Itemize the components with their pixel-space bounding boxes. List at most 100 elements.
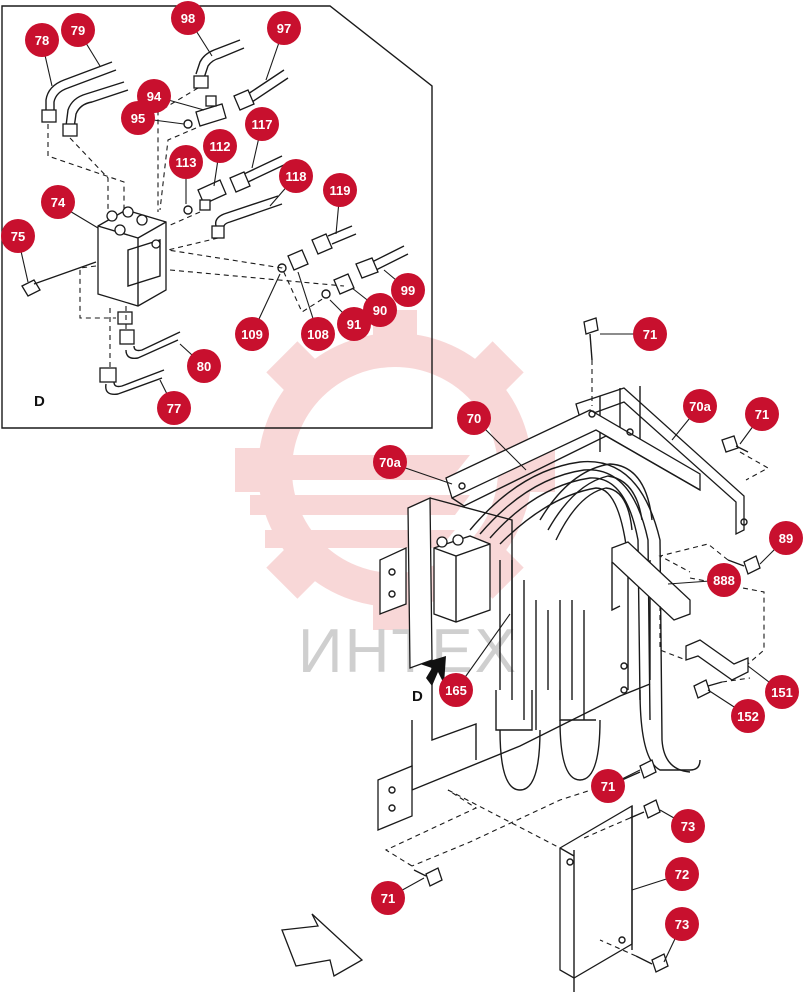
svg-text:80: 80 <box>197 359 211 374</box>
svg-text:71: 71 <box>755 407 769 422</box>
o-ring-109 <box>277 263 287 273</box>
callout-74: 74 <box>41 185 75 219</box>
cover-plate-72 <box>559 804 633 992</box>
svg-text:151: 151 <box>771 685 793 700</box>
o-ring-113 <box>183 205 193 215</box>
callout-71-right: 71 <box>745 397 779 431</box>
svg-text:99: 99 <box>401 283 415 298</box>
callout-71-top: 71 <box>633 317 667 351</box>
callout-79: 79 <box>61 13 95 47</box>
o-ring-95 <box>183 119 193 129</box>
fitting-112 <box>197 179 227 211</box>
fitting-108 <box>287 249 309 271</box>
svg-text:91: 91 <box>347 317 361 332</box>
hose-118 <box>211 195 283 239</box>
callout-117: 117 <box>245 107 279 141</box>
callout-78: 78 <box>25 23 59 57</box>
hose-98 <box>193 39 245 89</box>
svg-text:888: 888 <box>713 573 735 588</box>
hose-77 <box>99 367 165 395</box>
left-mounting-bracket <box>379 546 407 615</box>
bolt-152 <box>693 679 723 699</box>
callout-75: 75 <box>1 219 35 253</box>
clamp-151 <box>685 639 749 681</box>
svg-text:97: 97 <box>277 21 291 36</box>
callout-109: 109 <box>235 317 269 351</box>
bolt-73-lower <box>635 953 669 973</box>
svg-text:71: 71 <box>381 891 395 906</box>
svg-text:79: 79 <box>71 23 85 38</box>
bolt-73-upper <box>629 799 661 819</box>
watermark-text: ИНТЕХ <box>298 617 518 686</box>
svg-text:73: 73 <box>681 819 695 834</box>
callout-113: 113 <box>169 145 203 179</box>
hose-79 <box>62 81 129 137</box>
svg-text:119: 119 <box>330 183 351 198</box>
callout-152: 152 <box>731 699 765 733</box>
callout-71-lower: 71 <box>591 769 625 803</box>
fitting-90 <box>333 273 355 295</box>
svg-text:152: 152 <box>737 709 759 724</box>
svg-text:70: 70 <box>467 411 481 426</box>
view-arrow-d <box>420 656 446 686</box>
bolt-71-bottom <box>413 867 443 887</box>
callout-118: 118 <box>279 159 313 193</box>
svg-text:94: 94 <box>147 89 162 104</box>
svg-text:98: 98 <box>181 11 195 26</box>
callout-72: 72 <box>665 857 699 891</box>
bolt-71-right <box>721 435 749 453</box>
callout-70a-top: 70a <box>683 389 717 423</box>
svg-text:70a: 70a <box>379 455 401 470</box>
svg-text:165: 165 <box>445 683 467 698</box>
callout-80: 80 <box>187 349 221 383</box>
svg-text:109: 109 <box>241 327 263 342</box>
callout-165: 165 <box>439 673 473 707</box>
svg-text:89: 89 <box>779 531 793 546</box>
hose-bundle <box>469 460 701 791</box>
svg-text:108: 108 <box>307 327 329 342</box>
detail-view-label: D <box>34 393 45 410</box>
svg-text:112: 112 <box>210 139 231 154</box>
svg-text:72: 72 <box>675 867 689 882</box>
callout-89: 89 <box>769 521 803 555</box>
svg-text:74: 74 <box>51 195 66 210</box>
callout-108: 108 <box>301 317 335 351</box>
callout-151: 151 <box>765 675 799 709</box>
svg-text:118: 118 <box>286 169 307 184</box>
svg-text:73: 73 <box>675 917 689 932</box>
valve-block-74 <box>97 206 167 325</box>
bolt-89 <box>727 555 761 575</box>
control-valve-main <box>433 534 491 623</box>
callout-98: 98 <box>171 1 205 35</box>
callout-70a-left: 70a <box>373 445 407 479</box>
svg-text:90: 90 <box>373 303 387 318</box>
hose-78 <box>41 61 117 123</box>
svg-text:71: 71 <box>643 327 657 342</box>
hose-99 <box>355 245 409 279</box>
callout-73-lower: 73 <box>665 907 699 941</box>
callout-99: 99 <box>391 273 425 307</box>
svg-text:95: 95 <box>131 111 145 126</box>
callout-73-upper: 73 <box>671 809 705 843</box>
bolt-71-lower <box>621 759 657 781</box>
hose-80 <box>119 329 181 360</box>
callout-112: 112 <box>203 129 237 163</box>
callout-91: 91 <box>337 307 371 341</box>
hose-97 <box>233 69 289 111</box>
callout-119: 119 <box>323 173 357 207</box>
o-ring-91 <box>321 289 331 299</box>
view-arrow-label: D <box>412 688 423 705</box>
detail-assembly-lines <box>47 87 345 368</box>
svg-text:117: 117 <box>252 117 273 132</box>
callout-90: 90 <box>363 293 397 327</box>
frame-70 <box>407 409 701 669</box>
tee-fitting-94 <box>195 95 227 127</box>
hose-119 <box>311 225 357 255</box>
bolt-75 <box>21 261 97 297</box>
callout-888: 888 <box>707 563 741 597</box>
hose-117 <box>229 155 287 193</box>
callout-77: 77 <box>157 391 191 425</box>
svg-text:75: 75 <box>11 229 25 244</box>
front-direction-arrow <box>281 913 364 977</box>
